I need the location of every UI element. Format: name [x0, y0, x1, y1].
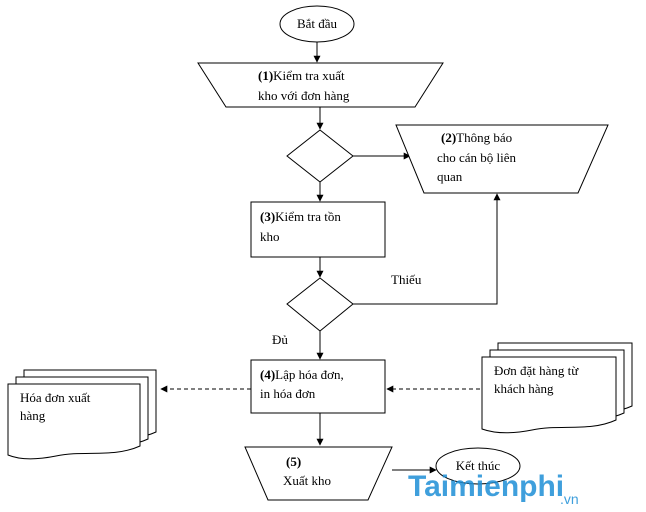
decision2-diamond: [286, 277, 354, 332]
end-node: Kết thúc: [435, 447, 521, 485]
step5-node: (5) Xuất kho: [244, 446, 393, 501]
invoice-document: Hóa đơn xuất hàng: [7, 369, 157, 460]
decision1-diamond: [286, 129, 354, 183]
watermark-logo: Taimienphi .vn: [408, 470, 579, 507]
watermark-suffix: .vn: [560, 491, 579, 507]
step4-line1: Lập hóa đơn,: [275, 367, 344, 382]
invoice-line1: Hóa đơn xuất: [20, 390, 91, 405]
step3-node: (3)Kiểm tra tồn kho: [250, 201, 386, 258]
svg-text:(2)Thông báo: (2)Thông báo: [441, 130, 512, 145]
insufficient-label: Thiếu: [391, 272, 422, 287]
step4-line2: in hóa đơn: [260, 386, 316, 401]
step1-line2: kho với đơn hàng: [258, 88, 350, 103]
step1-line1: Kiểm tra xuất: [273, 68, 345, 83]
start-node: Bắt đầu: [279, 5, 355, 43]
order-line2: khách hàng: [494, 381, 554, 396]
arrow-insufficient-to-step2: [353, 193, 501, 305]
step2-number: (2): [441, 130, 456, 145]
step5-line1: Xuất kho: [283, 473, 331, 488]
order-line1: Đơn đặt hàng từ: [494, 363, 579, 378]
step2-line2: cho cán bộ liên: [437, 150, 517, 165]
invoice-line2: hàng: [20, 408, 46, 423]
step2-node: (2)Thông báo cho cán bộ liên quan: [395, 124, 609, 194]
step5-number: (5): [286, 454, 301, 469]
svg-text:(4)Lập hóa đơn,: (4)Lập hóa đơn,: [260, 367, 344, 382]
svg-text:(1)Kiểm tra xuất: (1)Kiểm tra xuất: [258, 68, 345, 83]
step3-number: (3): [260, 209, 275, 224]
step3-line1: Kiểm tra tồn: [275, 209, 341, 224]
start-label: Bắt đầu: [297, 16, 338, 31]
step4-number: (4): [260, 367, 275, 382]
order-document: Đơn đặt hàng từ khách hàng: [481, 342, 633, 434]
end-label: Kết thúc: [456, 458, 501, 473]
step2-line3: quan: [437, 169, 463, 184]
step3-line2: kho: [260, 229, 280, 244]
svg-text:(3)Kiểm tra tồn: (3)Kiểm tra tồn: [260, 209, 341, 224]
sufficient-label: Đủ: [272, 332, 288, 347]
step4-node: (4)Lập hóa đơn, in hóa đơn: [250, 359, 386, 414]
watermark-brand: Taimienphi: [408, 470, 564, 503]
step1-number: (1): [258, 68, 273, 83]
step1-node: (1)Kiểm tra xuất kho với đơn hàng: [197, 62, 444, 108]
step2-line1: Thông báo: [456, 130, 512, 145]
